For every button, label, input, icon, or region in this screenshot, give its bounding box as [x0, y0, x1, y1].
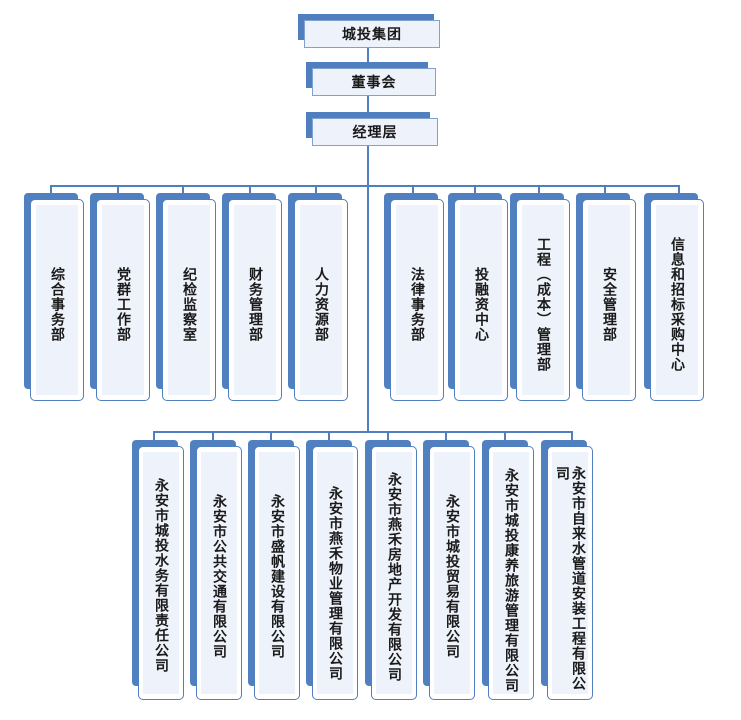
company-node: 永安市燕禾物业管理有限公司: [306, 440, 358, 700]
department-node: 法律事务部: [384, 193, 444, 401]
company-card: 永安市城投贸易有限公司: [429, 446, 475, 700]
root-node-label: 城投集团: [304, 20, 440, 48]
drop-dept-6: [412, 185, 414, 195]
department-node: 信息和招标采购中心: [644, 193, 704, 401]
company-node: 永安市公共交通有限公司: [190, 440, 242, 700]
department-label: 党群工作部: [115, 267, 131, 342]
company-label: 永安市城投贸易有限公司: [444, 494, 460, 659]
department-label: 纪检监察室: [181, 267, 197, 342]
company-label: 永安市燕禾房地产开发有限公司: [386, 472, 402, 682]
drop-dept-8: [538, 185, 540, 195]
department-node: 党群工作部: [90, 193, 150, 401]
company-card: 永安市公共交通有限公司: [196, 446, 242, 700]
department-card: 综合事务部: [30, 199, 84, 401]
department-label: 财务管理部: [247, 267, 263, 342]
drop-dept-4: [249, 185, 251, 195]
department-card: 法律事务部: [390, 199, 444, 401]
drop-dept-3: [182, 185, 184, 195]
department-label: 人力资源部: [313, 267, 329, 342]
department-label: 信息和招标采购中心: [669, 237, 685, 372]
drop-dept-9: [604, 185, 606, 195]
connector-management-trunk: [367, 146, 369, 431]
board-node: 董事会: [306, 62, 436, 96]
company-card: 永安市盛帆建设有限公司: [254, 446, 300, 700]
company-label: 永安市盛帆建设有限公司: [269, 494, 285, 659]
department-label: 投融资中心: [473, 267, 489, 342]
department-card: 党群工作部: [96, 199, 150, 401]
department-label: 工程（成本）管理部: [535, 237, 551, 372]
drop-dept-5: [315, 185, 317, 195]
company-card: 永安市城投水务有限责任公司: [138, 446, 184, 700]
company-card: 永安市城投康养旅游管理有限公司: [488, 446, 534, 700]
department-node: 综合事务部: [24, 193, 84, 401]
department-card: 工程（成本）管理部: [516, 199, 570, 401]
company-node: 永安市城投贸易有限公司: [423, 440, 475, 700]
company-card: 永安市燕禾房地产开发有限公司: [371, 446, 417, 700]
company-bus: [153, 431, 573, 433]
drop-company-1: [153, 431, 155, 441]
drop-dept-10: [678, 185, 680, 195]
company-label: 永安市城投水务有限责任公司: [153, 478, 169, 673]
company-node: 永安市燕禾房地产开发有限公司: [365, 440, 417, 700]
board-node-label: 董事会: [312, 68, 436, 96]
drop-dept-2: [117, 185, 119, 195]
drop-company-7: [504, 431, 506, 441]
department-node: 财务管理部: [222, 193, 282, 401]
department-node: 纪检监察室: [156, 193, 216, 401]
department-bus: [50, 185, 680, 187]
department-node: 工程（成本）管理部: [510, 193, 570, 401]
company-node: 永安市自来水管道安装工程有限公司: [541, 440, 593, 700]
department-label: 安全管理部: [601, 267, 617, 342]
department-card: 投融资中心: [454, 199, 508, 401]
management-node: 经理层: [306, 112, 438, 146]
company-node: 永安市城投康养旅游管理有限公司: [482, 440, 534, 700]
drop-company-5: [387, 431, 389, 441]
department-card: 财务管理部: [228, 199, 282, 401]
drop-company-8: [571, 431, 573, 441]
department-label: 法律事务部: [409, 267, 425, 342]
department-card: 纪检监察室: [162, 199, 216, 401]
department-node: 安全管理部: [576, 193, 636, 401]
company-card: 永安市自来水管道安装工程有限公司: [547, 446, 593, 700]
connector-board-management: [367, 96, 369, 114]
company-card: 永安市燕禾物业管理有限公司: [312, 446, 358, 700]
drop-dept-1: [50, 185, 52, 195]
department-card: 安全管理部: [582, 199, 636, 401]
root-node: 城投集团: [298, 14, 442, 48]
company-node: 永安市盛帆建设有限公司: [248, 440, 300, 700]
drop-company-2: [212, 431, 214, 441]
department-card: 人力资源部: [294, 199, 348, 401]
company-node: 永安市城投水务有限责任公司: [132, 440, 184, 700]
department-label: 综合事务部: [49, 267, 65, 342]
company-label: 永安市燕禾物业管理有限公司: [327, 486, 343, 681]
company-label: 永安市自来水管道安装工程有限公司: [554, 466, 586, 691]
management-node-label: 经理层: [312, 118, 438, 146]
drop-company-4: [328, 431, 330, 441]
connector-root-board: [367, 46, 369, 64]
department-node: 人力资源部: [288, 193, 348, 401]
drop-company-6: [445, 431, 447, 441]
company-label: 永安市城投康养旅游管理有限公司: [503, 468, 519, 693]
department-card: 信息和招标采购中心: [650, 199, 704, 401]
department-node: 投融资中心: [448, 193, 508, 401]
drop-company-3: [270, 431, 272, 441]
drop-dept-7: [474, 185, 476, 195]
company-label: 永安市公共交通有限公司: [211, 494, 227, 659]
